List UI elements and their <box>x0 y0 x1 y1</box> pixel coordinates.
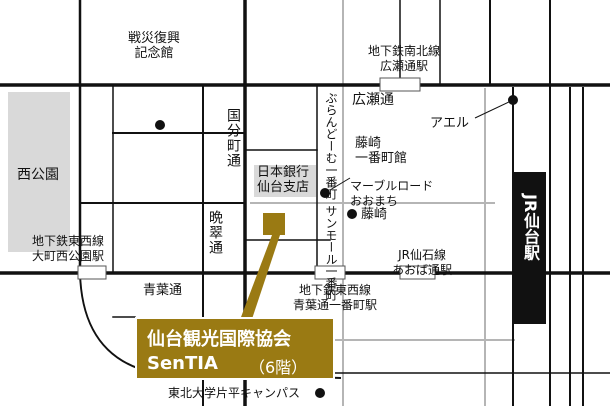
leader-lines <box>329 99 514 191</box>
label-fujisaki: 藤崎 <box>361 207 388 222</box>
destination-name: 仙台観光国際協会 <box>147 329 291 350</box>
destination-pointer <box>238 235 280 325</box>
nishi-park-area <box>8 92 70 252</box>
label-ael: アエル <box>430 116 470 131</box>
label-tohoku-univ: 東北大学片平キャンパス <box>168 386 301 400</box>
label-aoba-ichibancho-station: 地下鉄東西線 青葉通一番町駅 <box>293 283 378 312</box>
boj-block <box>254 165 316 197</box>
label-kokubun: 国分町通 <box>225 108 241 168</box>
label-fujisaki-ichiban: 藤崎 一番町館 <box>355 136 408 166</box>
fujisaki-dot <box>347 209 357 219</box>
station-markers <box>77 77 436 280</box>
destination-callout: 仙台観光国際協会 SenTIA （6階） <box>135 317 335 380</box>
minor-streets <box>250 0 515 406</box>
jr-sendai-box <box>514 172 546 324</box>
label-burando: ぶらんどーむ一番町 <box>324 92 338 200</box>
label-nishi-koen: 西公園 <box>17 167 59 183</box>
label-nanboku-station: 地下鉄南北線 広瀬通駅 <box>368 44 441 73</box>
label-omachi-station: 地下鉄東西線 大町西公園駅 <box>32 234 105 263</box>
destination-building <box>263 213 285 235</box>
destination-floor: （6階） <box>249 358 308 377</box>
label-bansui: 晩翠通 <box>207 210 223 255</box>
aobadori-station-marker <box>399 265 436 280</box>
tohoku-univ-dot <box>315 388 325 398</box>
boj-dot <box>320 188 330 198</box>
destination-en: SenTIA <box>147 353 218 374</box>
hirosedori-station-marker <box>379 77 421 92</box>
label-sensai-museum: 戦災復興 記念館 <box>128 31 181 61</box>
aoba-ichibancho-station-marker <box>314 265 346 280</box>
label-aobadori: 青葉通 <box>143 283 183 298</box>
omachi-station-marker <box>77 265 107 280</box>
label-jr-sendai: JR仙台駅 <box>521 194 540 261</box>
label-boj: 日本銀行 仙台支店 <box>257 165 310 195</box>
label-hirose: 広瀬通 <box>352 92 394 108</box>
label-marble-road: マーブルロード おおまち <box>350 179 434 208</box>
label-sunmall: サンモール一番町 <box>324 205 338 301</box>
sensai-dot <box>155 120 165 130</box>
label-jr-senseki: JR仙石線 あおば通駅 <box>392 248 453 277</box>
